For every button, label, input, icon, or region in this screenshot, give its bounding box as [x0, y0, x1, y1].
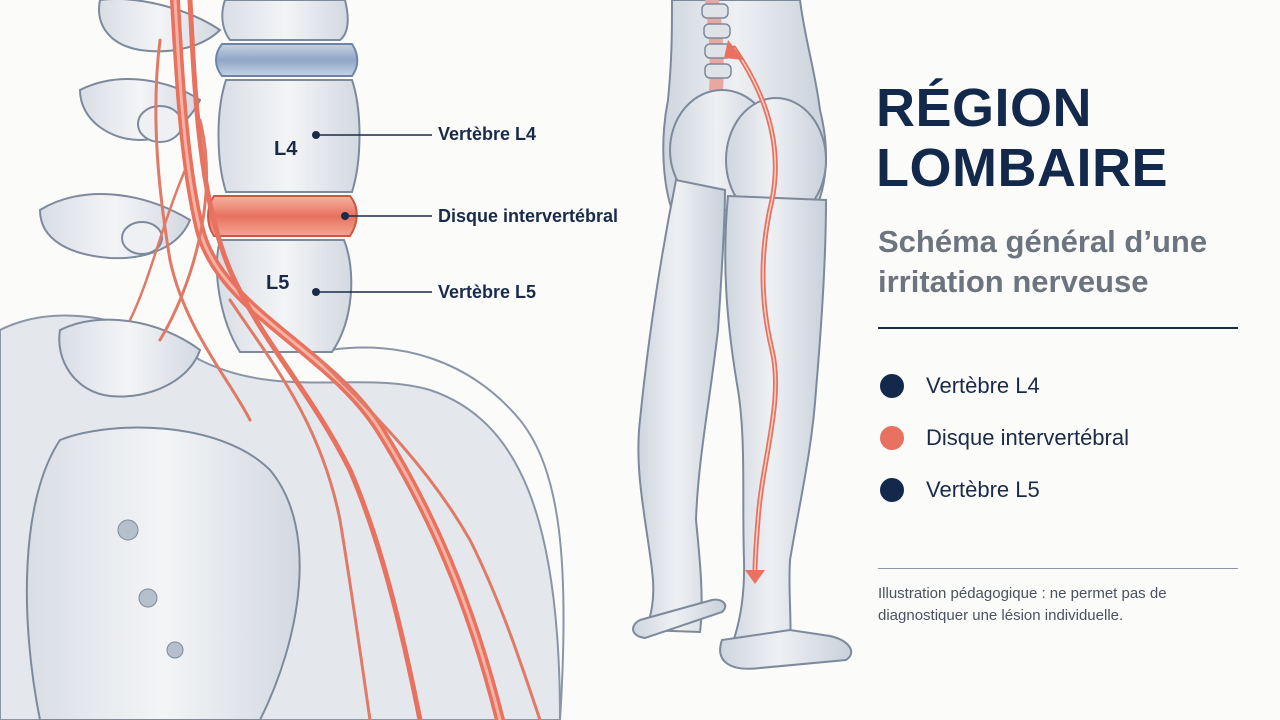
- vertebra-l5-body: [215, 239, 353, 353]
- facet-joint: [121, 221, 163, 255]
- sacrum-shape: [25, 426, 301, 720]
- page-title: RÉGION LOMBAIRE: [876, 78, 1168, 198]
- arrow-up-icon: [724, 40, 744, 60]
- legend-dot-icon: [880, 478, 904, 502]
- divider: [878, 568, 1238, 569]
- vertebra-upper: [221, 0, 349, 41]
- sacral-foramen: [166, 641, 184, 659]
- sacral-foramen: [117, 519, 139, 541]
- spine-segments: [701, 3, 732, 79]
- vertebra-l4-body: [217, 79, 361, 193]
- legend-item: Disque intervertébral: [880, 412, 1129, 464]
- callout-dot: [312, 288, 320, 296]
- facet-joint: [137, 105, 183, 143]
- callout-dot: [312, 131, 320, 139]
- disc-intervertebral: [207, 195, 358, 237]
- legend-dot-icon: [880, 426, 904, 450]
- iliac-crest: [329, 346, 565, 720]
- leg-right: [724, 194, 828, 651]
- callout-dot: [341, 212, 349, 220]
- disc-upper: [215, 43, 359, 77]
- legend-item: Vertèbre L5: [880, 464, 1129, 516]
- callout-disc: Disque intervertébral: [438, 206, 619, 226]
- articular-process: [58, 318, 202, 398]
- foot-left: [632, 598, 727, 640]
- subtitle: Schéma général d’une irritation nerveuse: [878, 224, 1208, 299]
- nerve-roots: [128, 0, 542, 720]
- title-line-1: RÉGION: [876, 78, 1093, 138]
- legend-label: Disque intervertébral: [926, 425, 1129, 450]
- legend-dot-icon: [880, 374, 904, 398]
- title-line-2: LOMBAIRE: [876, 138, 1168, 198]
- legend-label: Vertèbre L4: [926, 373, 1040, 398]
- leg-left: [637, 178, 727, 634]
- sciatic-nerve-highlight: [733, 47, 777, 573]
- divider: [878, 327, 1238, 329]
- vertebra-label-l4: L4: [274, 138, 298, 160]
- vertebra-label-l5: L5: [266, 272, 290, 294]
- foot-right: [719, 628, 853, 670]
- arrow-down-icon: [745, 570, 765, 584]
- spine-closeup: [0, 0, 565, 720]
- disclaimer: Illustration pédagogique : ne permet pas…: [878, 585, 1167, 624]
- callout-lines: [316, 134, 432, 293]
- legend: Vertèbre L4 Disque intervertébral Vertèb…: [880, 360, 1129, 516]
- callout-vertebra-l5: Vertèbre L5: [438, 282, 537, 302]
- legend-item: Vertèbre L4: [880, 360, 1129, 412]
- callout-vertebra-l4: Vertèbre L4: [438, 124, 537, 144]
- legend-label: Vertèbre L5: [926, 477, 1040, 502]
- sacral-foramen: [138, 588, 158, 608]
- body-figure: [632, 0, 853, 670]
